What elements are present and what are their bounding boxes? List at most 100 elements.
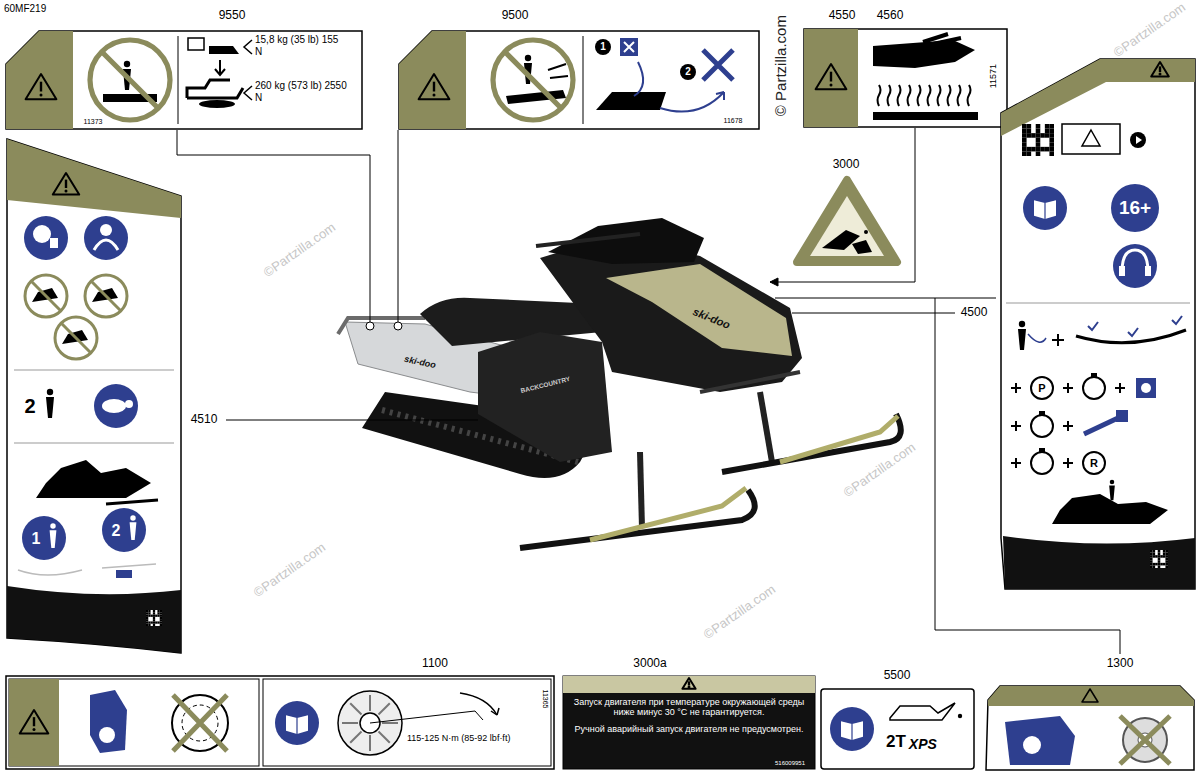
- callout-number: 4500: [961, 306, 988, 320]
- qr-code: [1158, 553, 1161, 556]
- decal-outline: [821, 689, 974, 769]
- leader-line-part: [770, 128, 915, 282]
- leader-line-part: [226, 420, 478, 421]
- hearing-icon: [1145, 266, 1151, 276]
- callout-number: 5500: [884, 669, 911, 683]
- gear-letter: R: [1090, 457, 1098, 470]
- snowmobile-illustration-part: [722, 414, 901, 472]
- torque-pointer: [370, 711, 483, 723]
- qr-code: [1155, 563, 1158, 566]
- decal-code: 11678: [724, 117, 743, 125]
- warning-mark: [1159, 73, 1162, 76]
- qr-code: [153, 615, 155, 617]
- warning-triangle: [1151, 62, 1169, 76]
- qr-code: [1163, 550, 1166, 553]
- qr-code: [1160, 555, 1163, 558]
- age-limit: 16+: [1119, 197, 1151, 219]
- seat-icon: [18, 564, 156, 575]
- warning-decal-3000-part: [852, 240, 872, 254]
- warning-mark: [1159, 66, 1161, 72]
- engine-icon: [1039, 448, 1045, 452]
- qr-code: [146, 610, 162, 626]
- heat-icon: [888, 85, 891, 106]
- person-icon: [130, 522, 137, 540]
- torque-value: 115-125 N·m (85-92 lbf·ft): [407, 733, 510, 743]
- qr-code: [1165, 563, 1168, 566]
- heat-icon: [908, 85, 911, 106]
- qr-code: [146, 624, 148, 626]
- leader-line-part: [398, 130, 399, 322]
- qr-code: [1153, 565, 1156, 568]
- plus-symbol: [1011, 383, 1021, 393]
- person-icon: [47, 389, 53, 395]
- torque-arrow: [491, 708, 499, 715]
- engine-icon: [1091, 373, 1097, 377]
- warning-mark: [433, 94, 436, 97]
- motion-lines: [548, 64, 568, 78]
- helmet-icon: [33, 225, 51, 243]
- qr-code: [1153, 550, 1156, 553]
- qr-code: [1158, 563, 1161, 566]
- oil-type: 2T: [886, 732, 906, 752]
- qr-code: [146, 619, 148, 621]
- prohibition-ring: [25, 275, 67, 317]
- qr-code: [146, 617, 148, 619]
- decal-graphic: [5, 675, 555, 770]
- prohibition-slash: [505, 52, 561, 108]
- play-icon: [1130, 132, 1146, 148]
- rider-count-icon: [22, 516, 66, 560]
- engine-icon: [1031, 452, 1053, 474]
- parking-brake-icon: [1031, 377, 1053, 399]
- leader-line-part: [394, 322, 402, 330]
- qr-code: [1040, 133, 1045, 138]
- engine-icon: [1031, 415, 1053, 437]
- step-number: 2: [685, 66, 691, 78]
- warning-decal-1300-part: [1005, 716, 1075, 765]
- pulley-icon: [350, 731, 361, 742]
- qr-code: [1036, 129, 1041, 134]
- age-icon: [1111, 184, 1159, 232]
- tether-icon: [624, 42, 634, 52]
- warning-mark: [688, 681, 690, 685]
- decal-band: [1003, 536, 1195, 589]
- oil-decal: 2TXPS: [820, 688, 975, 770]
- watermark: ©Partzilla.com: [261, 220, 338, 280]
- qr-code: [160, 612, 162, 614]
- callout-number: 3000a: [633, 657, 666, 671]
- qr-code: [153, 617, 155, 619]
- qr-code: [151, 621, 153, 623]
- load-limit: 15,8 kg (35 lb) 155 N: [255, 34, 347, 57]
- prohibition-slash: [102, 52, 158, 108]
- plus-symbol: [1063, 458, 1073, 468]
- qr-code: [1022, 142, 1027, 147]
- person-icon: [50, 530, 57, 548]
- video-icon: [1082, 130, 1100, 146]
- snowmobile-illustration-part: [338, 318, 425, 334]
- warning-decal: 11571: [803, 28, 1008, 128]
- manual-icon: [851, 724, 852, 740]
- qr-code: [1158, 565, 1161, 568]
- snowmobile-illustration-part: [606, 264, 792, 356]
- clothing-icon: [100, 224, 112, 236]
- qr-code: [1022, 124, 1054, 156]
- leader-line-part: [177, 130, 370, 322]
- qr-code: [160, 610, 162, 612]
- qr-code: [1040, 147, 1045, 152]
- arrow-icon: [716, 92, 724, 100]
- watermark: ©Partzilla.com: [1111, 0, 1188, 60]
- decal-graphic: [398, 30, 760, 130]
- rider-count: 1: [32, 530, 41, 548]
- slow-icon: [94, 384, 138, 428]
- plus-symbol: [1052, 334, 1064, 346]
- decal-panel: [263, 679, 551, 766]
- qr-code: [1153, 563, 1156, 566]
- callout-number: 4550: [829, 9, 856, 23]
- qr-code: [155, 615, 157, 617]
- callout-number: 3000: [833, 158, 860, 172]
- person-icon: [50, 523, 55, 528]
- warning-decal-1300: [986, 686, 1194, 770]
- heat-icon: [938, 85, 941, 106]
- warning-band: [9, 679, 59, 766]
- prohibition-slash: [91, 281, 120, 310]
- qr-code: [157, 621, 159, 623]
